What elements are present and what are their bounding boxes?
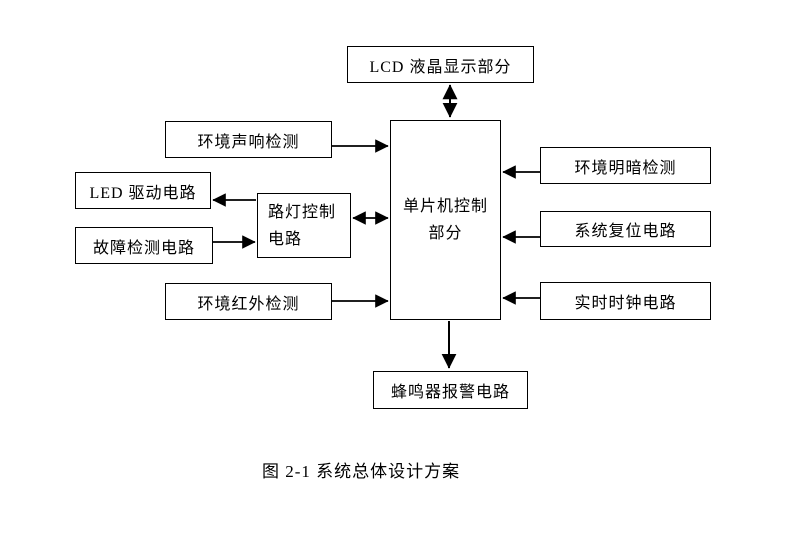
box-realtime-clock-label: 实时时钟电路 (574, 295, 677, 312)
box-mcu-control: 单片机控制 部分 (390, 120, 501, 320)
box-mcu-control-line1: 单片机控制 (402, 198, 488, 215)
box-led-driver: LED 驱动电路 (75, 172, 211, 209)
box-lcd-display-label: LCD 液晶显示部分 (369, 58, 512, 76)
box-env-infrared-detect: 环境红外检测 (165, 283, 332, 320)
box-system-reset: 系统复位电路 (540, 211, 711, 247)
box-fault-detect-label: 故障检测电路 (92, 239, 195, 257)
box-env-light-detect-label: 环境明暗检测 (574, 159, 677, 177)
box-env-sound-detect-label: 环境声响检测 (197, 133, 300, 151)
box-streetlight-control-line1: 路灯控制 (268, 203, 337, 221)
box-realtime-clock: 实时时钟电路 (540, 282, 711, 320)
box-buzzer-alarm: 蜂鸣器报警电路 (373, 371, 528, 409)
box-buzzer-alarm-label: 蜂鸣器报警电路 (390, 384, 510, 401)
figure-caption: 图 2-1 系统总体设计方案 (262, 462, 461, 481)
box-fault-detect: 故障检测电路 (75, 227, 213, 264)
box-system-reset-label: 系统复位电路 (574, 223, 677, 240)
box-env-infrared-detect-label: 环境红外检测 (197, 295, 300, 313)
box-env-light-detect: 环境明暗检测 (540, 147, 711, 184)
box-lcd-display: LCD 液晶显示部分 (347, 46, 534, 83)
box-env-sound-detect: 环境声响检测 (165, 121, 332, 158)
box-streetlight-control: 路灯控制 电路 (257, 193, 351, 258)
box-mcu-control-line2: 部分 (428, 225, 463, 242)
box-streetlight-control-line2: 电路 (268, 230, 303, 248)
box-led-driver-label: LED 驱动电路 (89, 184, 197, 202)
